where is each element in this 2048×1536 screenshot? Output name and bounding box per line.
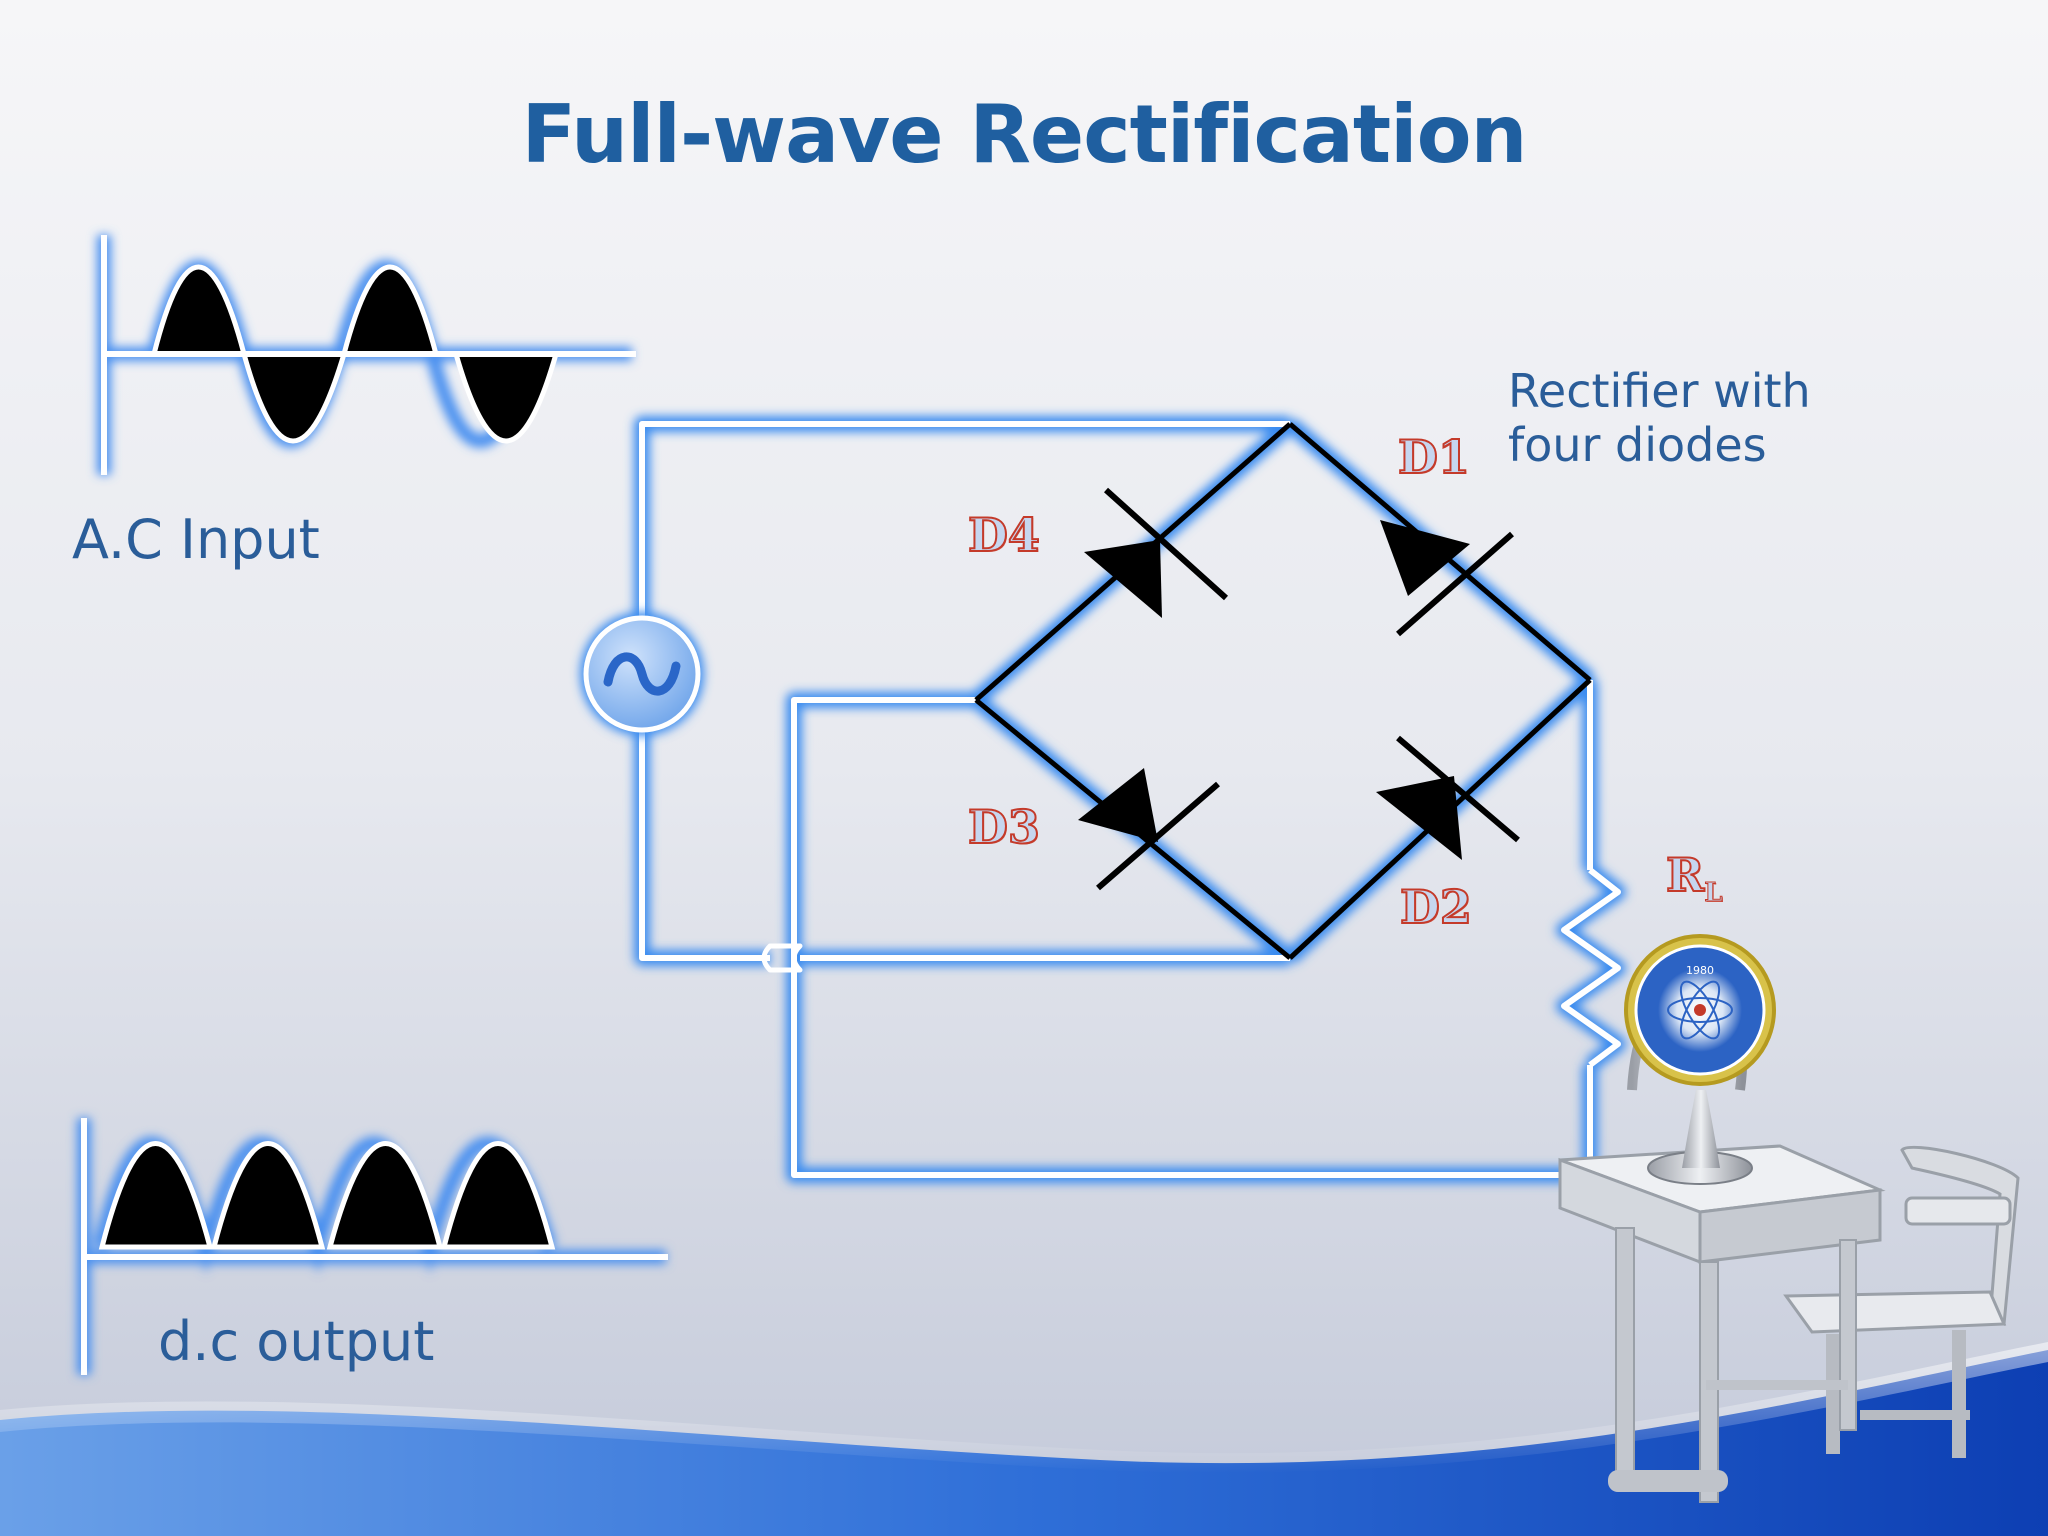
rectifier-caption-line2: four diodes [1508, 418, 1767, 472]
diode-d3-symbol [1078, 768, 1220, 891]
diode-d2-label: D2 [1399, 879, 1473, 935]
rectifier-caption-line1: Rectifier with [1508, 364, 1811, 418]
ac-input-label: A.C Input [72, 508, 320, 571]
desk-globe-illustration: 1980 [1558, 934, 2020, 1503]
diode-d4-label: D4 [967, 507, 1041, 563]
page-title: Full-wave Rectification [521, 88, 1528, 181]
ac-source [580, 612, 704, 736]
load-resistor-subscript: L [1704, 878, 1723, 909]
diode-d1-symbol [1380, 520, 1514, 637]
load-resistor-label: RL [1665, 847, 1723, 909]
dc-output-label: d.c output [158, 1310, 435, 1373]
logo-year: 1980 [1686, 964, 1714, 977]
diode-d2-symbol [1376, 735, 1520, 860]
rectifier-caption: Rectifier with four diodes [1508, 364, 1811, 472]
diode-d1-label: D1 [1397, 429, 1471, 485]
diode-d3-label: D3 [967, 799, 1041, 855]
dc-output-waveform [77, 1118, 668, 1375]
diode-d4-symbol [1084, 487, 1229, 618]
load-resistor-symbol: R [1665, 847, 1705, 903]
ac-input-waveform [97, 235, 636, 475]
